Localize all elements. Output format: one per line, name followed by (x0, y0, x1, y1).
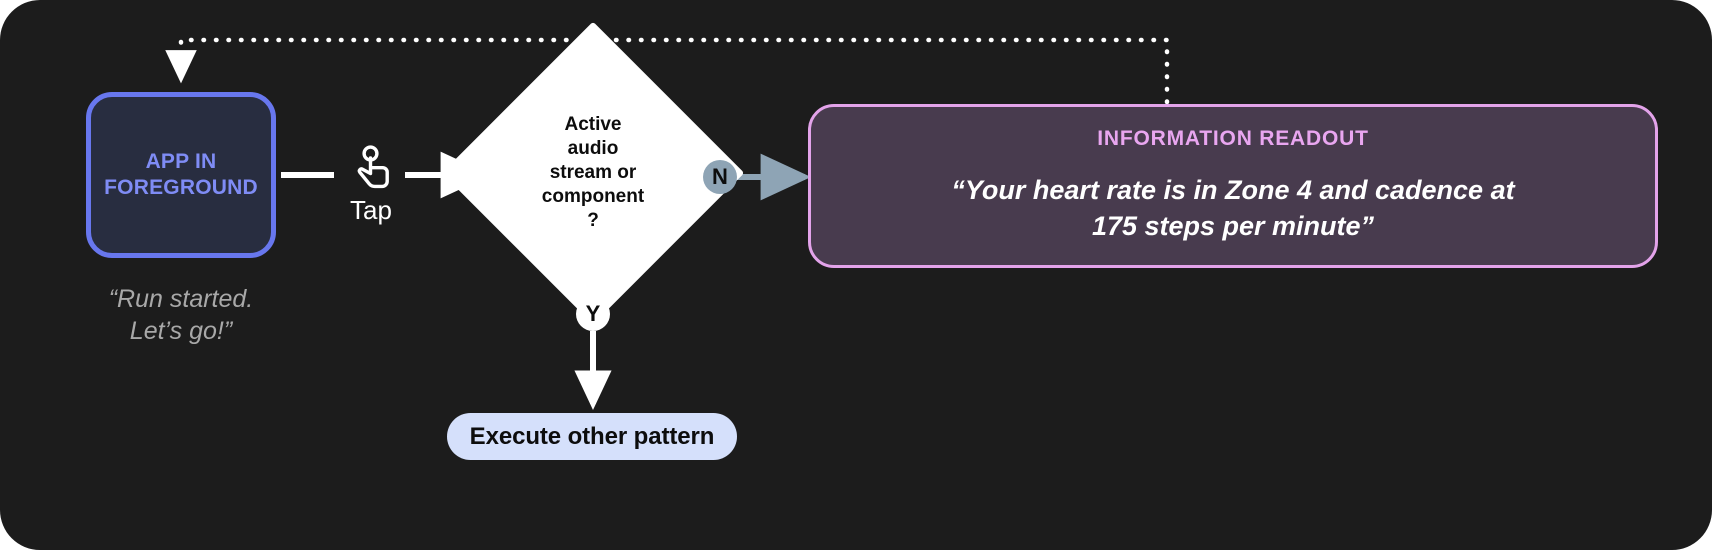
gesture-tap-label: Tap (350, 195, 392, 225)
readout-message: “Your heart rate is in Zone 4 and cadenc… (951, 175, 1515, 241)
decision-label: Active audio stream or component ? (541, 114, 645, 231)
branch-badge-yes: Y (576, 297, 610, 331)
node-information-readout[interactable]: INFORMATION READOUT “Your heart rate is … (808, 104, 1658, 268)
node-decision-audio-stream[interactable]: Active audio stream or component ? (441, 21, 745, 325)
branch-badge-no-label: N (712, 164, 728, 189)
branch-badge-no: N (703, 160, 737, 194)
execute-pill-label: Execute other pattern (469, 422, 715, 450)
node-app-in-foreground[interactable]: APP IN FOREGROUND (86, 92, 276, 258)
app-node-label: APP IN FOREGROUND (104, 150, 258, 199)
readout-title: INFORMATION READOUT (1097, 127, 1369, 151)
branch-badge-yes-label: Y (585, 301, 601, 326)
app-node-caption: “Run started. Let’s go!” (108, 285, 254, 345)
tap-gesture-icon (357, 145, 389, 189)
node-execute-other-pattern[interactable]: Execute other pattern (447, 413, 737, 460)
gesture-tap: Tap (334, 145, 408, 223)
